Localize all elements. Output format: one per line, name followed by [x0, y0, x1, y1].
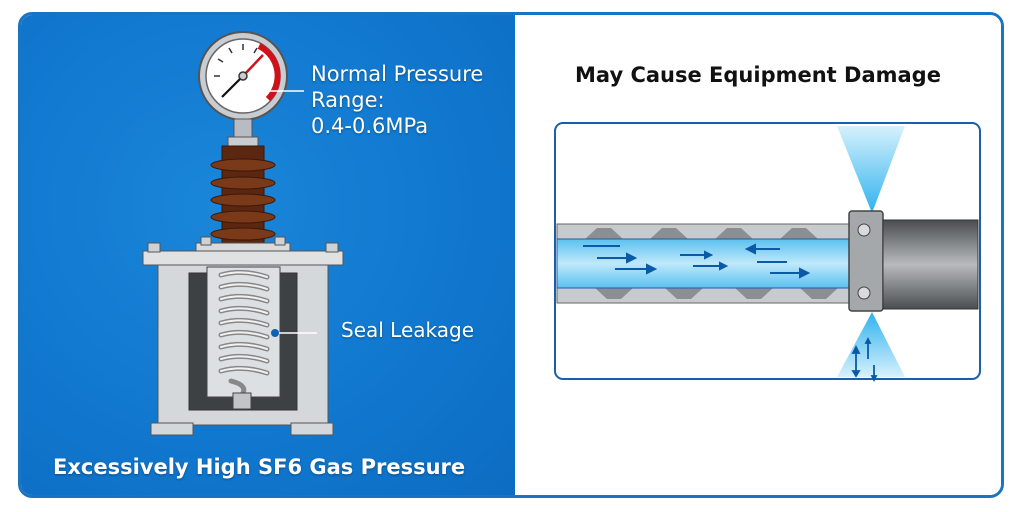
- right-panel: May Cause Equipment Damage: [515, 15, 1001, 495]
- right-panel-title: May Cause Equipment Damage: [575, 63, 941, 87]
- pressure-range-value: 0.4-0.6MPa: [311, 114, 429, 138]
- leak-point-marker: [271, 329, 279, 337]
- corrugated-hose: [556, 223, 850, 304]
- pressure-callout-line2: Range:: [311, 88, 385, 112]
- insulator-icon: [210, 145, 276, 247]
- gas-spray-top: [837, 126, 905, 213]
- pipe-damage-illustration: [554, 122, 981, 383]
- gas-flow-arrows: [583, 243, 811, 279]
- diagram-frame: Normal Pressure Range: 0.4-0.6MPa Seal L…: [18, 12, 1004, 498]
- leak-arrows-icon: [851, 336, 878, 383]
- seal-leakage-label: Seal Leakage: [341, 318, 475, 342]
- pressure-callout-line1: Normal Pressure: [311, 62, 484, 86]
- breaker-illustration: [142, 31, 344, 436]
- pressure-callout: Normal Pressure Range: 0.4-0.6MPa: [311, 61, 483, 139]
- gas-spray-bottom: [837, 312, 905, 377]
- left-panel: Normal Pressure Range: 0.4-0.6MPa Seal L…: [21, 15, 515, 495]
- pressure-gauge-icon: [198, 31, 288, 148]
- breaker-housing: [142, 236, 344, 436]
- left-panel-title: Excessively High SF6 Gas Pressure: [53, 455, 466, 479]
- pipe-flange: [848, 210, 979, 312]
